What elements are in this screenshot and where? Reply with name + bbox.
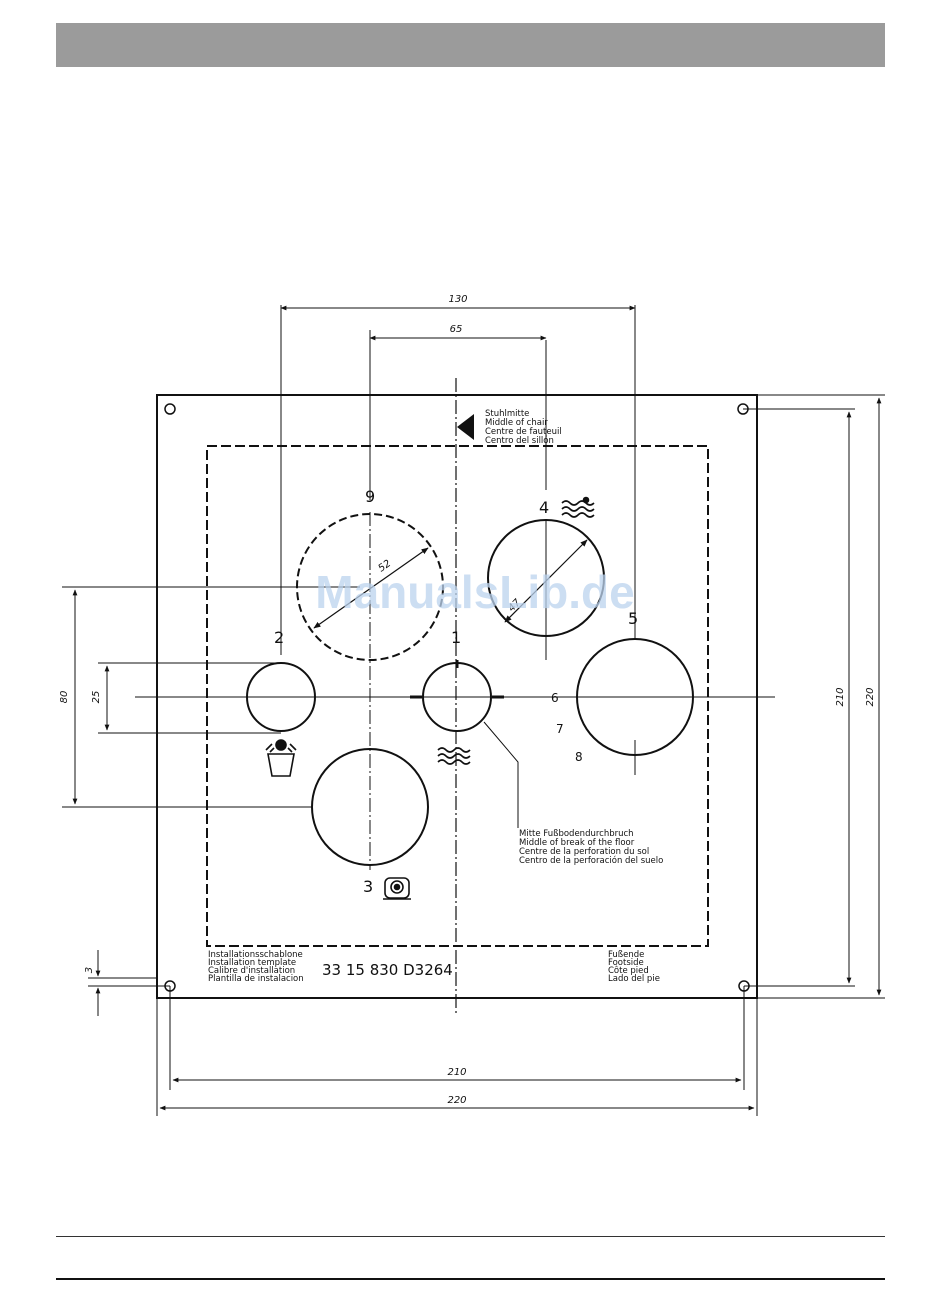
chair-center-arrow-icon — [457, 414, 474, 440]
chair-center-label-es: Centro del sillón — [485, 435, 554, 446]
water-with-dot-icon — [561, 496, 595, 518]
footer-rule — [56, 1236, 885, 1237]
opening-number-7: 7 — [556, 722, 564, 736]
opening-number-9: 9 — [365, 487, 375, 506]
opening-number-5: 5 — [628, 609, 638, 628]
floor-center-label-en: Middle of break of the floor — [519, 838, 635, 848]
water-waves-icon — [437, 747, 471, 765]
title-label-fr: Calibre d'installation — [208, 966, 295, 976]
opening-number-1: 1 — [451, 628, 461, 647]
opening-number-4: 4 — [539, 498, 549, 517]
title-label-es: Plantilla de instalacion — [208, 974, 304, 984]
dimension-left-small: 3 — [84, 967, 95, 973]
floor-center-label-fr: Centre de la perforation du sol — [519, 847, 649, 857]
title-label-en: Installation template — [208, 958, 296, 968]
dimension-top-inner: 65 — [450, 324, 463, 335]
diameter-line-9 — [313, 547, 429, 629]
dimension-bottom-inner: 210 — [447, 1067, 466, 1078]
chair-center-label-en: Middle of chair — [485, 418, 548, 428]
dimension-right-inner: 210 — [835, 687, 846, 706]
foot-end-label-fr: Côte pied — [608, 965, 649, 976]
part-number: 33 15 830 D3264 — [322, 961, 453, 979]
chair-center-label-de: Stuhlmitte — [485, 409, 529, 419]
footer-rule-bottom — [56, 1278, 885, 1280]
chair-center-label-fr: Centre de fauteuil — [485, 427, 562, 437]
mounting-hole — [164, 403, 176, 415]
opening-number-8: 8 — [575, 750, 583, 764]
foot-end-label-en: Footside — [608, 958, 644, 968]
opening-number-3: 3 — [363, 877, 373, 896]
foot-end-label-de: Fußende — [608, 950, 644, 960]
inner-dashed-boundary — [206, 445, 709, 947]
watermark: ManualsLib.de — [315, 566, 634, 618]
dimension-bottom-outer: 220 — [447, 1095, 466, 1106]
foot-end-label-es: Lado del pie — [608, 974, 660, 984]
patient-chair-icon — [265, 739, 297, 777]
dimension-right-outer: 220 — [865, 687, 876, 706]
title-label-de: Installationsschablone — [208, 950, 303, 960]
header-bar — [56, 23, 885, 67]
floor-center-leader-line — [483, 721, 519, 828]
floor-center-label-es: Centro de la perforación del suelo — [519, 855, 663, 866]
dimension-top-outer: 130 — [448, 294, 467, 305]
opening-number-2: 2 — [274, 628, 284, 647]
floor-center-label-de: Mitte Fußbodendurchbruch — [519, 829, 634, 839]
dimension-left-outer: 80 — [59, 691, 70, 704]
opening-number-6: 6 — [551, 691, 559, 705]
camera-unit-icon — [383, 877, 411, 900]
dimension-left-inner: 25 — [91, 691, 102, 704]
